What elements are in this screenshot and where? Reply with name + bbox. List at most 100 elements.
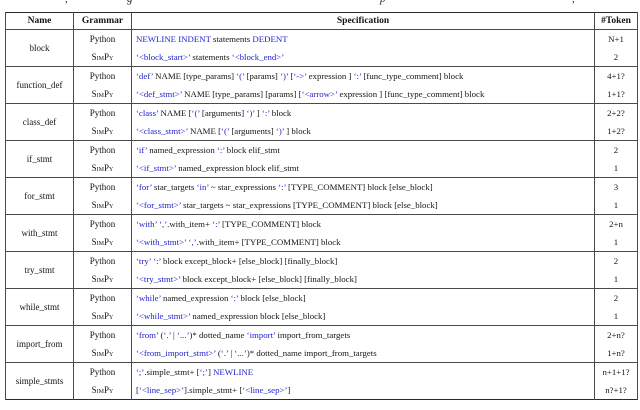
nonterminal-text: import_from_targets bbox=[275, 330, 351, 340]
nonterminal-text: named_expression bbox=[160, 293, 231, 303]
terminal-token: ‘import’ bbox=[246, 330, 276, 340]
terminal-token: ‘(’ bbox=[191, 108, 200, 118]
nonterminal-text: [params] bbox=[244, 71, 281, 81]
rule-name: if_stmt bbox=[5, 140, 74, 178]
nonterminal-text: named_expression bbox=[147, 145, 217, 155]
token-count: 2 bbox=[594, 48, 638, 67]
terminal-token: ‘class’ bbox=[136, 108, 159, 118]
token-count: 1 bbox=[594, 233, 638, 252]
nonterminal-text: block bbox=[269, 108, 292, 118]
rule-name: block bbox=[5, 29, 74, 67]
rule-name: function_def bbox=[5, 66, 74, 104]
nonterminal-text: | bbox=[228, 348, 235, 358]
terminal-token: ‘if’ bbox=[136, 145, 148, 155]
terminal-token: ‘<block_end>’ bbox=[231, 52, 285, 62]
grammar-label: Python bbox=[73, 251, 132, 270]
terminal-token: ‘:’ bbox=[230, 293, 239, 303]
nonterminal-text: block except_block+ [else_block] [finall… bbox=[180, 274, 357, 284]
terminal-token: ‘)’ bbox=[246, 108, 255, 118]
rule-name: with_stmt bbox=[5, 214, 74, 252]
specification-text: ‘<while_stmt>’ named_expression block [e… bbox=[131, 307, 595, 326]
grammar-label: SimPy bbox=[73, 381, 132, 400]
caption-mark: , bbox=[65, 0, 68, 5]
grammar-label: Python bbox=[73, 325, 132, 344]
nonterminal-text: .simple_stmt+ [ bbox=[144, 367, 200, 377]
nonterminal-text: expression ] bbox=[306, 71, 354, 81]
terminal-token: ‘def’ bbox=[136, 71, 153, 81]
column-header-name: Name bbox=[5, 12, 74, 30]
caption-fragment: , g p , bbox=[0, 0, 640, 9]
specification-text: ‘<class_stmt>’ NAME [‘(’ [arguments] ‘)’… bbox=[131, 122, 595, 141]
nonterminal-text: NAME [type_params] bbox=[152, 71, 237, 81]
terminal-token: ‘<line_sep>’ bbox=[242, 385, 288, 395]
table-row: SimPy‘<from_import_stmt>’ (‘.’ | ‘...’)*… bbox=[6, 344, 638, 363]
nonterminal-text: block [else_block] bbox=[238, 293, 306, 303]
grammar-label: SimPy bbox=[73, 233, 132, 252]
table-row: SimPy‘<class_stmt>’ NAME [‘(’ [arguments… bbox=[6, 122, 638, 141]
nonterminal-text: ] bbox=[254, 108, 262, 118]
specification-text: ‘class’ NAME [‘(’ [arguments] ‘)’ ] ‘:’ … bbox=[131, 103, 595, 122]
grammar-label: Python bbox=[73, 362, 132, 381]
specification-text: ‘<block_start>’ statements ‘<block_end>’ bbox=[131, 48, 595, 67]
nonterminal-text: ~ star_expressions bbox=[208, 182, 279, 192]
token-count: 4+1? bbox=[594, 66, 638, 85]
terminal-token: ‘:’ bbox=[216, 145, 225, 155]
grammar-label: Python bbox=[73, 288, 132, 307]
token-count: n?+1? bbox=[594, 381, 638, 400]
rule-name: simple_stmts bbox=[5, 362, 74, 400]
terminal-token: ‘<if_stmt>’ bbox=[136, 163, 177, 173]
token-count: 1 bbox=[594, 159, 638, 178]
specification-text: ‘;’.simple_stmt+ [‘;’] NEWLINE bbox=[131, 362, 595, 381]
token-count: n+1+1? bbox=[594, 362, 638, 381]
terminal-token: ‘while’ bbox=[136, 293, 161, 303]
terminal-token: ‘,’ bbox=[188, 237, 197, 247]
terminal-token: ‘<with_stmt>’ bbox=[136, 237, 187, 247]
terminal-token: ‘(’ bbox=[221, 126, 230, 136]
specification-text: ‘with’ ‘,’.with_item+ ‘:’ [TYPE_COMMENT]… bbox=[131, 214, 595, 233]
terminal-token: ‘<line_sep>’ bbox=[138, 385, 185, 395]
nonterminal-text: star_targets bbox=[151, 182, 197, 192]
grammar-label: SimPy bbox=[73, 196, 132, 215]
column-header-token: #Token bbox=[594, 12, 638, 30]
terminal-token: ‘<while_stmt>’ bbox=[136, 311, 191, 321]
terminal-token: ‘;’ bbox=[199, 367, 208, 377]
grammar-label: Python bbox=[73, 66, 132, 85]
specification-text: ‘<for_stmt>’ star_targets ~ star_express… bbox=[131, 196, 595, 215]
nonterminal-text: ( bbox=[215, 348, 221, 358]
specification-text: ‘<from_import_stmt>’ (‘.’ | ‘...’)* dott… bbox=[131, 344, 595, 363]
nonterminal-text: [ bbox=[288, 71, 294, 81]
nonterminal-text: ] block bbox=[284, 126, 311, 136]
rule-name: for_stmt bbox=[5, 177, 74, 215]
column-header-specification: Specification bbox=[131, 12, 595, 30]
token-count: 2+2? bbox=[594, 103, 638, 122]
specification-text: ‘<try_stmt>’ block except_block+ [else_b… bbox=[131, 270, 595, 289]
rule-name: class_def bbox=[5, 103, 74, 141]
terminal-token: DEDENT bbox=[252, 34, 288, 44]
terminal-token: ‘->’ bbox=[293, 71, 307, 81]
grammar-label: Python bbox=[73, 29, 132, 48]
specification-text: ‘<def_stmt>’ NAME [type_params] [params]… bbox=[131, 85, 595, 104]
token-count: 1+2? bbox=[594, 122, 638, 141]
specification-text: [‘<line_sep>’].simple_stmt+ [‘<line_sep>… bbox=[131, 381, 595, 400]
nonterminal-text: block elif_stmt bbox=[224, 145, 280, 155]
token-count: 1 bbox=[594, 270, 638, 289]
terminal-token: NEWLINE bbox=[213, 367, 254, 377]
nonterminal-text: | bbox=[170, 330, 178, 340]
grammar-label: SimPy bbox=[73, 270, 132, 289]
grammar-label: SimPy bbox=[73, 85, 132, 104]
token-count: 1+1? bbox=[594, 85, 638, 104]
grammar-label: SimPy bbox=[73, 307, 132, 326]
terminal-token: ‘<block_start>’ bbox=[136, 52, 191, 62]
table-row: SimPy‘<while_stmt>’ named_expression blo… bbox=[6, 307, 638, 326]
nonterminal-text: .with_item+ [TYPE_COMMENT] block bbox=[196, 237, 341, 247]
nonterminal-text: named_expression block elif_stmt bbox=[176, 163, 299, 173]
terminal-token: ‘...’ bbox=[177, 330, 190, 340]
terminal-token: ‘(’ bbox=[236, 71, 245, 81]
nonterminal-text: statements bbox=[210, 34, 253, 44]
grammar-label: Python bbox=[73, 177, 132, 196]
